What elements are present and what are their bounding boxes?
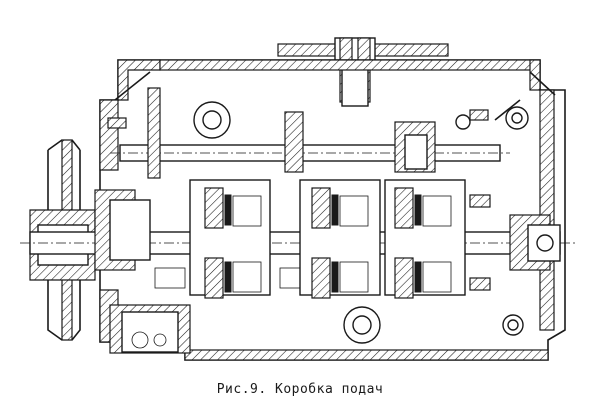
bottom-mount-lug [109,304,191,354]
bearing-circles [193,101,529,344]
clutch-pack-right [384,179,466,299]
upper-shaft [110,87,510,179]
figure-caption: Рис.9. Коробка подач [216,382,384,397]
top-cover-plate [277,37,449,107]
main-shaft [20,189,575,271]
fasteners [107,109,491,291]
clutch-pack-left [189,179,271,299]
right-end-cap [509,214,561,271]
clutch-pack-middle [299,179,381,299]
